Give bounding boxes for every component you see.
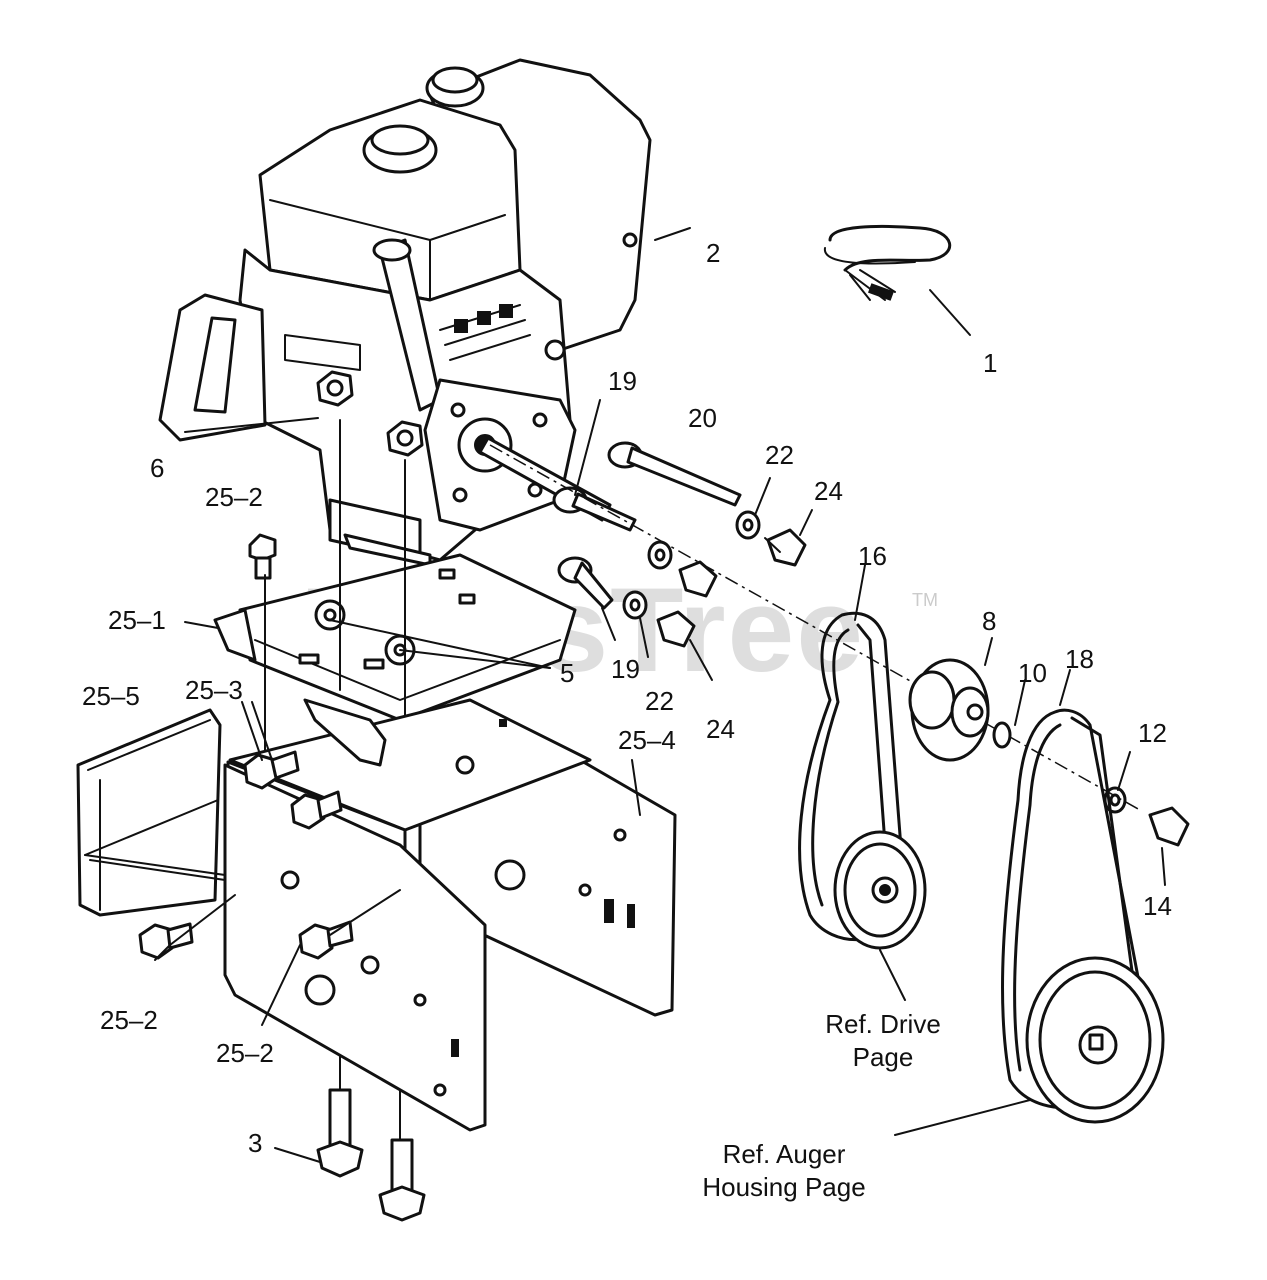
callout-25-3: 25–3 bbox=[185, 675, 243, 705]
engine-mount-plate bbox=[213, 553, 577, 722]
callout-25-2-left: 25–2 bbox=[100, 1005, 158, 1035]
callout-25-2-bottom: 25–2 bbox=[216, 1038, 274, 1068]
mount-bolt-top bbox=[248, 533, 277, 580]
callout-20: 20 bbox=[688, 403, 717, 433]
callout-10: 10 bbox=[1018, 658, 1047, 688]
callout-22-upper: 22 bbox=[765, 440, 794, 470]
leader-lines bbox=[89, 227, 1166, 1163]
auger-pulley bbox=[1025, 956, 1165, 1124]
ref-drive-line2: Page bbox=[852, 1041, 914, 1072]
ref-auger-housing-page: Ref. Auger Housing Page bbox=[684, 1138, 884, 1203]
callout-8: 8 bbox=[982, 606, 997, 636]
wire-harness bbox=[823, 224, 952, 301]
washers-and-bolts bbox=[622, 510, 1190, 847]
callout-6: 6 bbox=[150, 453, 165, 483]
callout-22-lower: 22 bbox=[645, 686, 674, 716]
callout-25-2-top: 25–2 bbox=[205, 482, 263, 512]
belt-guide-bolts bbox=[552, 441, 742, 610]
callout-24-lower: 24 bbox=[706, 714, 735, 744]
frame-housing bbox=[76, 698, 677, 1132]
engine-assembly bbox=[158, 58, 652, 567]
callout-16: 16 bbox=[858, 541, 887, 571]
engine-pulley bbox=[908, 658, 990, 762]
drive-pulley bbox=[833, 830, 927, 950]
callout-1: 1 bbox=[983, 348, 998, 378]
callout-25-5: 25–5 bbox=[82, 681, 140, 711]
trademark-mark: TM bbox=[912, 590, 938, 610]
carriage-bolts bbox=[316, 1088, 426, 1222]
callout-2: 2 bbox=[706, 238, 721, 268]
callout-25-1: 25–1 bbox=[108, 605, 166, 635]
ref-auger-line1: Ref. Auger bbox=[722, 1139, 846, 1169]
callout-12: 12 bbox=[1138, 718, 1167, 748]
callout-25-4: 25–4 bbox=[618, 725, 676, 755]
callout-18: 18 bbox=[1065, 644, 1094, 674]
ref-drive-page: Ref. Drive Page bbox=[808, 1008, 958, 1073]
callout-19-lower: 19 bbox=[611, 654, 640, 684]
ref-drive-line1: Ref. Drive bbox=[825, 1009, 941, 1039]
side-bolts bbox=[138, 750, 354, 960]
callout-19-upper: 19 bbox=[608, 366, 637, 396]
shaft-centerline bbox=[489, 444, 1141, 811]
callout-14: 14 bbox=[1143, 891, 1172, 921]
auger-belt bbox=[1000, 708, 1152, 1110]
spacer bbox=[992, 721, 1012, 749]
drive-belt bbox=[798, 611, 907, 942]
callout-5: 5 bbox=[560, 658, 575, 688]
callout-24-upper: 24 bbox=[814, 476, 843, 506]
ref-auger-line2: Housing Page bbox=[702, 1171, 866, 1202]
callout-3: 3 bbox=[248, 1128, 263, 1158]
